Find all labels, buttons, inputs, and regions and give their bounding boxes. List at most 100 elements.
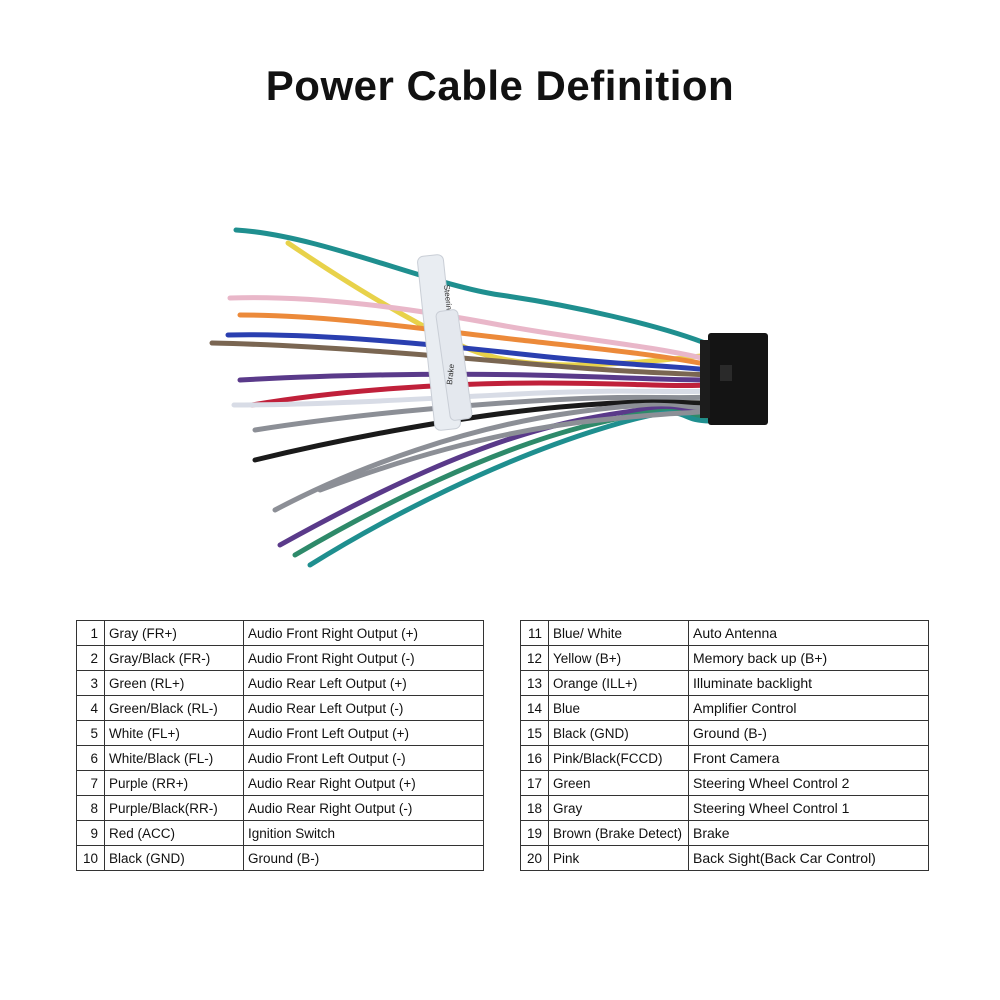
pin-number: 18 <box>520 795 549 821</box>
pin-number: 16 <box>520 745 549 771</box>
wire-color: Blue/ White <box>548 620 689 646</box>
pin-number: 19 <box>520 820 549 846</box>
wire-black <box>252 399 713 463</box>
wire-teal <box>307 410 713 568</box>
pin-number: 17 <box>520 770 549 796</box>
wire-color: Gray/Black (FR-) <box>104 645 244 671</box>
connector-plug <box>700 333 768 425</box>
wire-color: Orange (ILL+) <box>548 670 689 696</box>
wire-gray <box>272 402 713 513</box>
wiring-harness-photo: Steering wheel control Brake <box>209 227 768 568</box>
wire-red <box>249 380 713 408</box>
pin-function: Back Sight(Back Car Control) <box>688 845 929 871</box>
pin-function: Audio Rear Left Output (-) <box>243 695 484 721</box>
wire-pink <box>227 295 713 363</box>
pin-function: Audio Rear Left Output (+) <box>243 670 484 696</box>
label-tag-2 <box>435 309 473 421</box>
pin-number: 4 <box>76 695 105 721</box>
wire-color: Yellow (B+) <box>548 645 689 671</box>
wire-color: Purple/Black(RR-) <box>104 795 244 821</box>
pin-number: 5 <box>76 720 105 746</box>
wire-color: White/Black (FL-) <box>104 745 244 771</box>
harness-wires <box>209 227 713 568</box>
label-tag-2-text: Brake <box>445 363 456 385</box>
wire-color: Black (GND) <box>104 845 244 871</box>
pin-function: Audio Front Right Output (+) <box>243 620 484 646</box>
pin-number: 1 <box>76 620 105 646</box>
pin-number: 10 <box>76 845 105 871</box>
wire-gray <box>317 408 713 493</box>
wire-color: Green (RL+) <box>104 670 244 696</box>
wire-gray <box>252 394 713 433</box>
wire-color: Black (GND) <box>548 720 689 746</box>
pin-number: 9 <box>76 820 105 846</box>
wire-color: Purple (RR+) <box>104 770 244 796</box>
wire-purple <box>237 371 713 383</box>
wire-color: Gray (FR+) <box>104 620 244 646</box>
pin-function: Steering Wheel Control 2 <box>688 770 929 796</box>
pin-function: Illuminate backlight <box>688 670 929 696</box>
wire-teal <box>233 227 713 348</box>
wire-color: Gray <box>548 795 689 821</box>
pin-number: 8 <box>76 795 105 821</box>
pin-function: Ground (B-) <box>243 845 484 871</box>
pin-number: 12 <box>520 645 549 671</box>
wire-blue <box>225 332 713 373</box>
pin-function: Memory back up (B+) <box>688 645 929 671</box>
label-tags: Steering wheel control Brake <box>417 254 473 431</box>
wire-color: Brown (Brake Detect) <box>548 820 689 846</box>
wire-green <box>292 408 713 558</box>
pin-function: Ground (B-) <box>688 720 929 746</box>
pin-number: 7 <box>76 770 105 796</box>
wire-white <box>231 388 713 408</box>
pin-number: 20 <box>520 845 549 871</box>
wire-color: Green/Black (RL-) <box>104 695 244 721</box>
wire-brown <box>209 340 713 378</box>
pin-function: Front Camera <box>688 745 929 771</box>
pin-function: Audio Front Left Output (-) <box>243 745 484 771</box>
wire-color: White (FL+) <box>104 720 244 746</box>
wire-color: Red (ACC) <box>104 820 244 846</box>
pin-number: 15 <box>520 720 549 746</box>
pin-function: Amplifier Control <box>688 695 929 721</box>
pin-number: 2 <box>76 645 105 671</box>
pin-number: 11 <box>520 620 549 646</box>
pin-number: 6 <box>76 745 105 771</box>
wire-color: Pink/Black(FCCD) <box>548 745 689 771</box>
wire-color: Green <box>548 770 689 796</box>
page-title: Power Cable Definition <box>265 62 735 109</box>
pin-function: Steering Wheel Control 1 <box>688 795 929 821</box>
pin-function: Audio Rear Right Output (-) <box>243 795 484 821</box>
pin-number: 13 <box>520 670 549 696</box>
pin-function: Ignition Switch <box>243 820 484 846</box>
wire-color: Pink <box>548 845 689 871</box>
pin-function: Audio Front Right Output (-) <box>243 645 484 671</box>
pin-number: 3 <box>76 670 105 696</box>
pin-function: Audio Front Left Output (+) <box>243 720 484 746</box>
wire-orange <box>237 312 713 368</box>
wire-color: Blue <box>548 695 689 721</box>
pin-function: Audio Rear Right Output (+) <box>243 770 484 796</box>
